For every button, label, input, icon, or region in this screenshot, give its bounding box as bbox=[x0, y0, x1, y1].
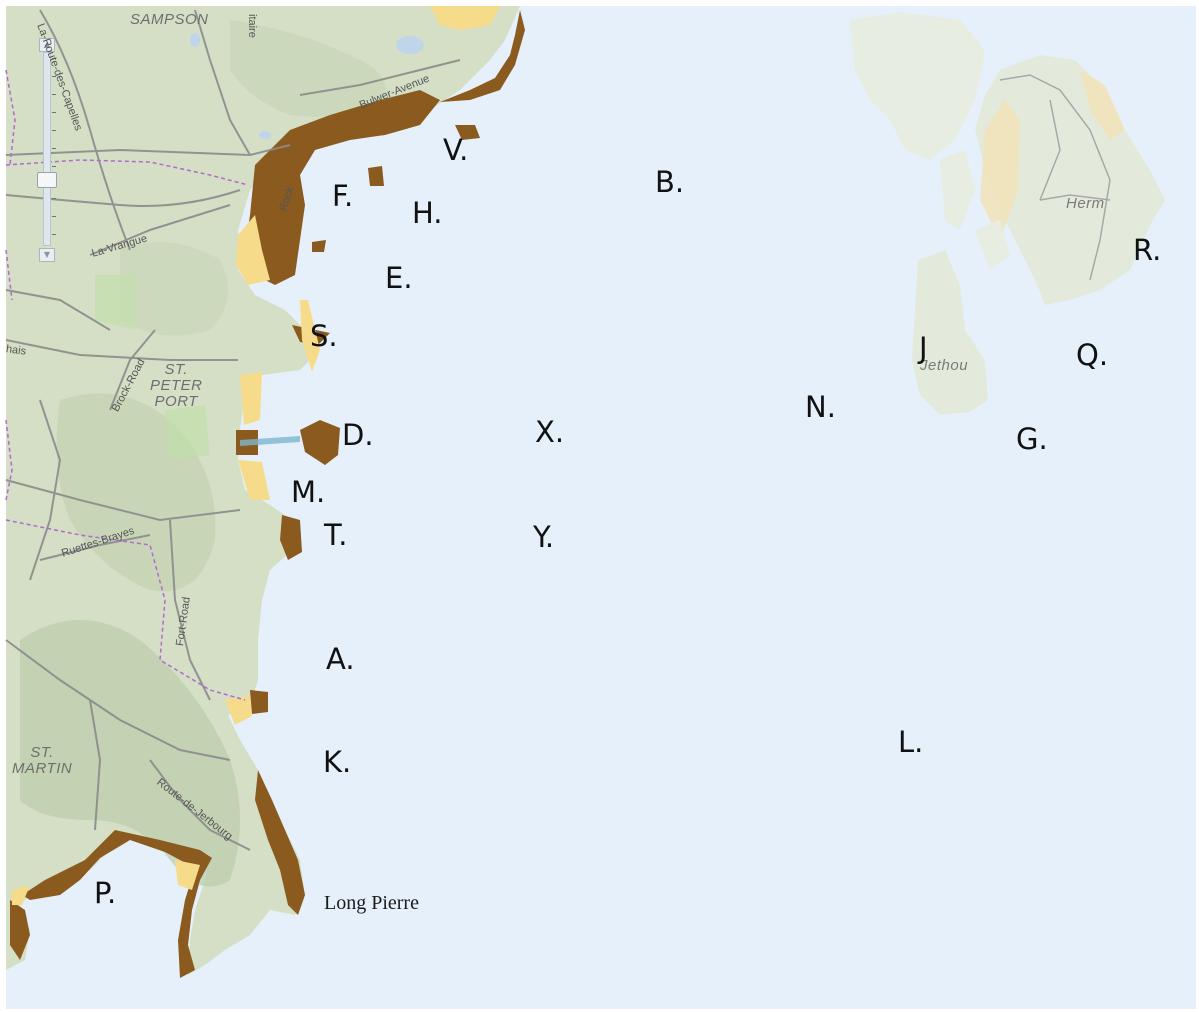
place-jethou: Jethou bbox=[920, 357, 969, 374]
marker-r: R. bbox=[1133, 233, 1162, 267]
marker-k: K. bbox=[323, 745, 352, 779]
marker-p: P. bbox=[94, 876, 117, 910]
zoom-tick bbox=[52, 58, 56, 59]
marker-x: X. bbox=[535, 415, 565, 449]
parish-boundary bbox=[5, 69, 249, 701]
zoom-tick bbox=[52, 130, 56, 131]
herm-paths bbox=[999, 74, 1111, 281]
park-area bbox=[165, 405, 210, 460]
marker-n: N. bbox=[805, 390, 836, 424]
road-label-itaire: itaire bbox=[246, 14, 258, 38]
marker-j: J bbox=[919, 331, 928, 365]
marker-h: H. bbox=[412, 196, 443, 230]
marker-b: B. bbox=[655, 165, 685, 199]
pond bbox=[396, 36, 424, 54]
zoom-tick bbox=[52, 234, 56, 235]
jethou-island bbox=[912, 250, 988, 415]
minus-icon[interactable]: ▼ bbox=[39, 248, 55, 262]
place-label-line: ST. bbox=[164, 361, 188, 378]
hill-shading bbox=[230, 20, 387, 117]
place-label-line: ST. bbox=[30, 744, 54, 761]
road-network bbox=[5, 9, 461, 851]
place-st-peter-port: ST. PETER PORT bbox=[150, 362, 203, 409]
zoom-tick bbox=[52, 112, 56, 113]
zoom-tick bbox=[52, 216, 56, 217]
pond bbox=[190, 33, 200, 47]
place-label-line: PETER bbox=[150, 376, 203, 394]
place-sampson: SAMPSON bbox=[130, 11, 209, 28]
place-label-line: PORT bbox=[154, 392, 198, 410]
marker-s: S. bbox=[310, 319, 338, 353]
place-herm: Herm bbox=[1066, 195, 1105, 212]
marker-m: M. bbox=[291, 475, 326, 509]
herm-sand bbox=[980, 100, 1020, 240]
place-st-martin: ST. MARTIN bbox=[12, 745, 72, 777]
hill-shading bbox=[120, 242, 228, 336]
plus-icon[interactable]: ▲ bbox=[39, 38, 55, 52]
marker-q: Q. bbox=[1076, 338, 1109, 372]
harbour-water bbox=[240, 436, 300, 446]
park-area bbox=[95, 275, 135, 330]
place-label-line: MARTIN bbox=[12, 759, 73, 777]
marker-v: V. bbox=[443, 133, 469, 167]
islets-faded bbox=[975, 220, 1010, 270]
marker-f: F. bbox=[332, 179, 354, 213]
marker-a: A. bbox=[326, 642, 355, 676]
hill-shading bbox=[20, 620, 240, 887]
sand-foreshore bbox=[12, 6, 500, 905]
zoom-tick bbox=[52, 76, 56, 77]
marker-g: G. bbox=[1016, 422, 1048, 456]
zoom-slider-handle[interactable] bbox=[37, 172, 57, 188]
zoom-track[interactable] bbox=[43, 52, 51, 246]
zoom-control[interactable]: ▲ ▼ bbox=[37, 38, 57, 262]
islets-faded bbox=[940, 150, 975, 230]
zoom-tick bbox=[52, 94, 56, 95]
zoom-tick bbox=[52, 198, 56, 199]
rocky-foreshore bbox=[10, 10, 525, 978]
marker-t: T. bbox=[324, 518, 348, 552]
islets-faded bbox=[850, 12, 985, 160]
zoom-tick bbox=[52, 166, 56, 167]
marker-e: E. bbox=[385, 261, 413, 295]
zoom-tick bbox=[52, 148, 56, 149]
marker-y: Y. bbox=[533, 520, 555, 554]
marker-d: D. bbox=[342, 418, 374, 452]
feature-long-pierre: Long Pierre bbox=[324, 892, 419, 914]
herm-sand bbox=[1080, 70, 1125, 140]
marker-l: L. bbox=[898, 725, 924, 759]
pond bbox=[259, 131, 271, 139]
